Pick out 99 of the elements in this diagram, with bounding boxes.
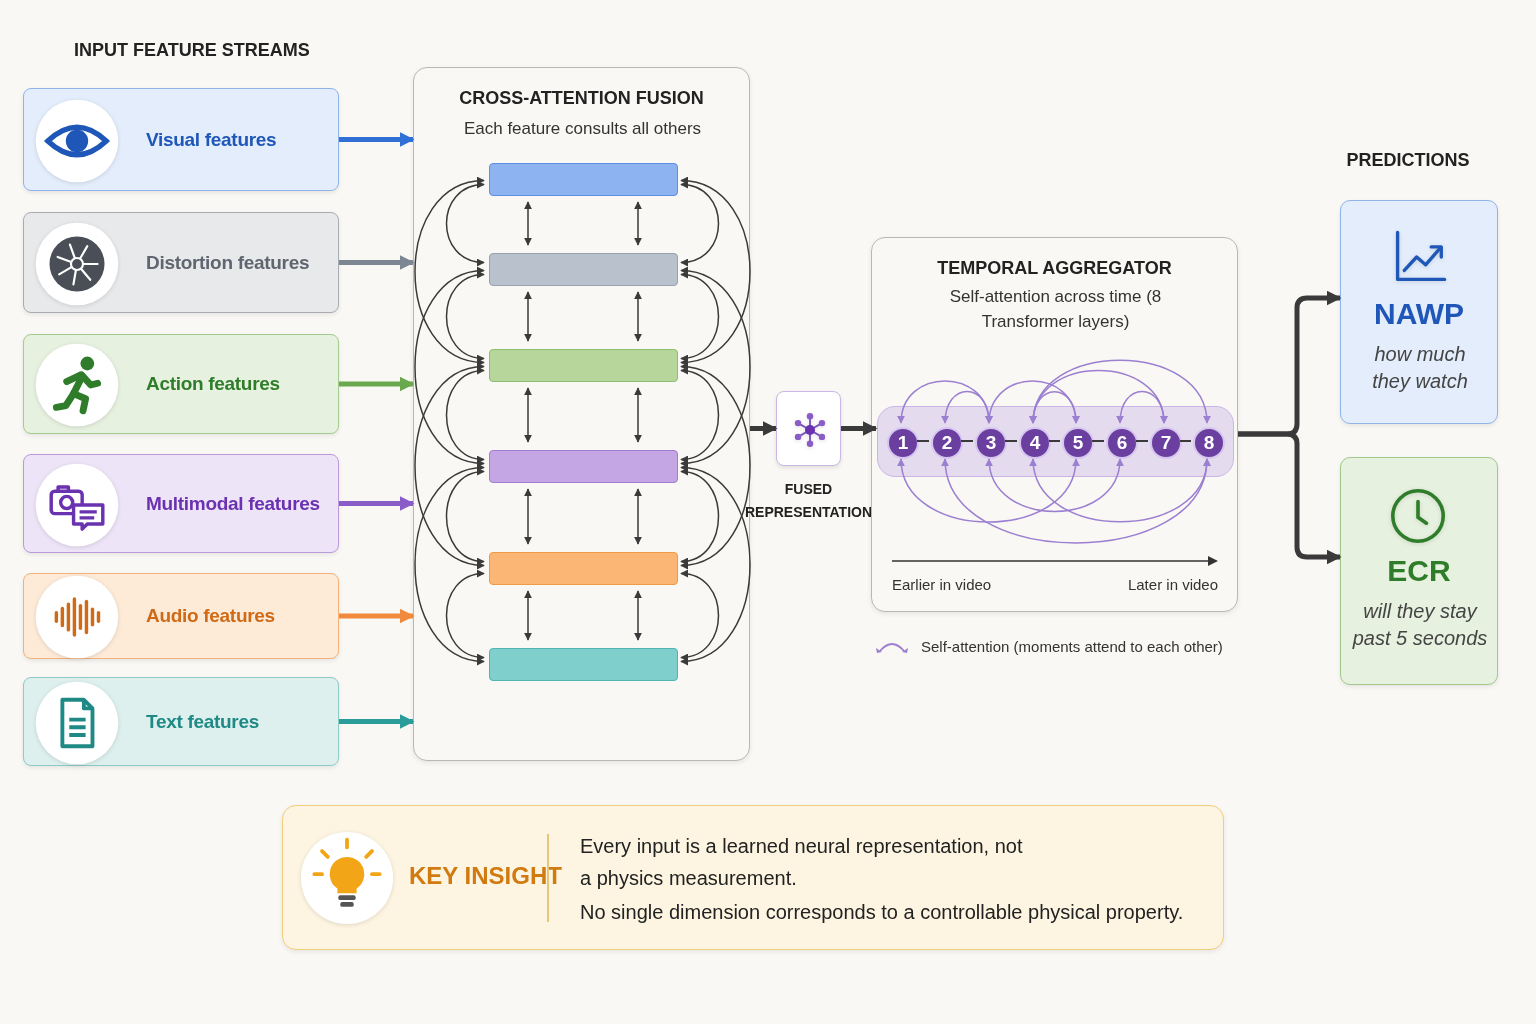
feature-label: Multimodal features	[146, 491, 321, 516]
arrow	[445, 181, 485, 266]
arrow	[750, 421, 778, 436]
feature-bar	[489, 648, 678, 681]
axis-label: Earlier in video	[892, 576, 992, 593]
legend-text: Self-attention (moments attend to each other)	[921, 638, 1223, 655]
arrow	[680, 267, 751, 467]
step-circle: 2	[931, 427, 963, 459]
connector-line	[916, 440, 930, 442]
prediction-title: NAWP	[1373, 297, 1465, 331]
panel-title: TEMPORAL AGGREGATOR	[936, 258, 1173, 279]
arrow	[680, 363, 751, 569]
panel-subtitle: Each feature consults all others	[462, 118, 703, 140]
connector-line	[1004, 440, 1018, 442]
connector-line	[1135, 440, 1149, 442]
feature-card	[23, 88, 339, 191]
arrow	[634, 291, 642, 342]
step-circle: 8	[1193, 427, 1225, 459]
section-heading: PREDICTIONS	[1345, 150, 1471, 171]
feature-label: Distortion features	[146, 250, 311, 275]
arrow	[339, 376, 415, 392]
arrow	[680, 177, 751, 366]
arrow	[445, 271, 485, 362]
feature-bar	[489, 253, 678, 286]
attention-arc	[942, 458, 1210, 544]
arrow	[841, 421, 878, 436]
connector-line	[1048, 440, 1061, 442]
arrow	[634, 201, 642, 246]
attention-arc	[1116, 390, 1168, 424]
prediction-description: will they stay past 5 seconds	[1351, 599, 1489, 651]
arrow	[524, 387, 532, 443]
arrow	[339, 608, 415, 624]
arrow	[445, 570, 485, 661]
feature-card	[23, 454, 339, 553]
arrow	[524, 291, 532, 342]
arrow	[414, 464, 485, 665]
feature-card	[23, 677, 339, 766]
arrow	[634, 488, 642, 545]
feature-card	[23, 212, 339, 313]
feature-card	[23, 334, 339, 434]
feature-bar	[489, 552, 678, 585]
arrow	[634, 590, 642, 641]
panel-subtitle: Self-attention across time (8 Transformer layers)	[948, 286, 1163, 333]
prediction-card	[1340, 200, 1498, 424]
step-circle: 7	[1150, 427, 1182, 459]
insight-heading: KEY INSIGHT	[409, 862, 562, 890]
aggregator-panel	[871, 237, 1238, 612]
step-circle: 3	[975, 427, 1007, 459]
arrow	[445, 468, 485, 565]
attention-arc	[898, 458, 1079, 523]
arrow	[680, 570, 720, 661]
step-circle: 5	[1062, 427, 1094, 459]
attention-arc	[1030, 458, 1210, 523]
section-heading: INPUT FEATURE STREAMS	[74, 40, 310, 61]
axis-label: Later in video	[1126, 576, 1218, 593]
arrow	[339, 714, 415, 729]
step-circle: 1	[887, 427, 919, 459]
arrow	[1238, 431, 1342, 565]
arrow	[680, 271, 720, 362]
prediction-title: ECR	[1386, 554, 1452, 588]
attention-arc	[1030, 359, 1210, 424]
panel-title: CROSS-ATTENTION FUSION	[458, 88, 705, 109]
feature-label: Audio features	[146, 604, 276, 628]
arrow	[414, 267, 485, 467]
feature-bar	[489, 163, 678, 196]
prediction-description: how much they watch	[1371, 342, 1469, 394]
representation-box	[776, 391, 841, 466]
insight-text: No single dimension corresponds to a controllable physical property.	[580, 900, 1185, 925]
arrow	[445, 367, 485, 463]
arrow	[524, 488, 532, 545]
arrow	[634, 387, 642, 443]
feature-bar	[489, 450, 678, 483]
feature-label: Text features	[146, 709, 260, 734]
connector-line	[1091, 440, 1105, 442]
arrow	[680, 464, 751, 665]
arrow	[339, 255, 415, 270]
timeline-band	[877, 406, 1234, 477]
insight-card	[282, 805, 1224, 950]
arrow	[414, 363, 485, 569]
arrow	[524, 201, 532, 246]
feature-label: Action features	[146, 372, 281, 396]
feature-card	[23, 573, 339, 659]
connector-line	[1179, 440, 1192, 442]
arrow	[680, 181, 720, 266]
arrow	[339, 132, 415, 147]
arrow	[680, 468, 720, 565]
attention-arc	[986, 458, 1123, 513]
arrow	[524, 590, 532, 641]
arrow	[680, 367, 720, 463]
node-caption: FUSED REPRESENTATION	[743, 480, 873, 522]
step-circle: 6	[1106, 427, 1138, 459]
feature-label: Visual features	[146, 127, 278, 152]
prediction-card	[1340, 457, 1498, 685]
connector-line	[960, 440, 974, 442]
arrow	[339, 496, 415, 511]
insight-text: Every input is a learned neural representation, not a physics measurement.	[580, 834, 1024, 891]
arrow	[414, 177, 485, 366]
feature-bar	[489, 349, 678, 382]
step-circle: 4	[1019, 427, 1051, 459]
